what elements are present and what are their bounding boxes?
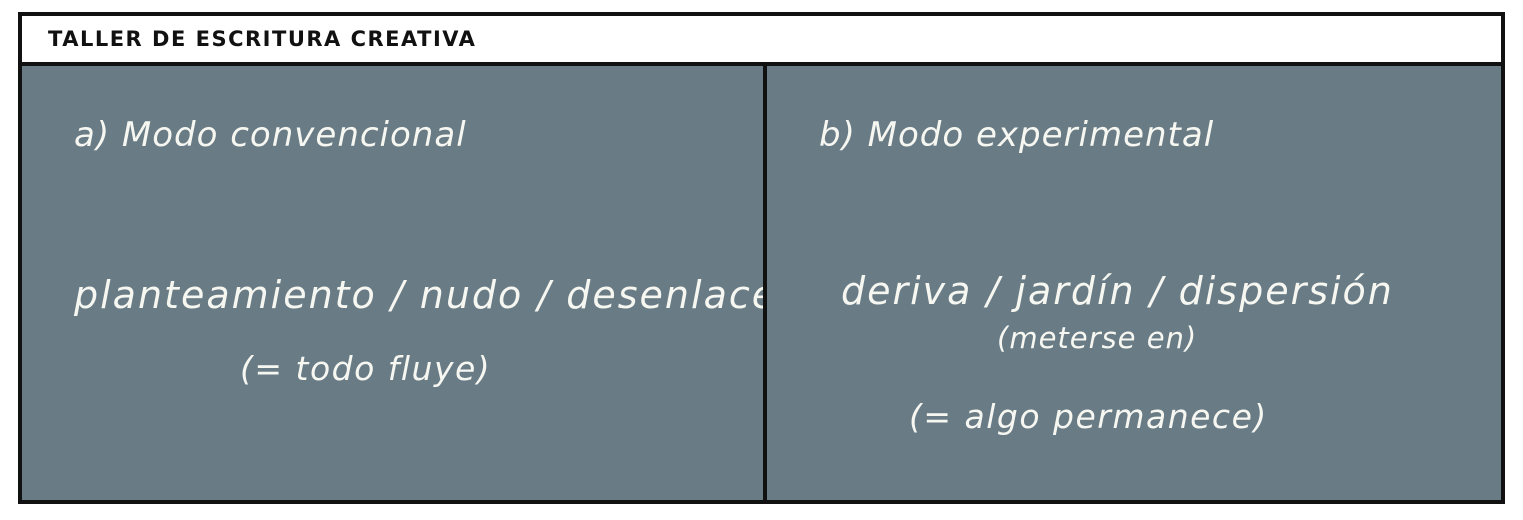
experimental-mode-heading: b) Modo experimental: [819, 115, 1215, 155]
title-bar: TALLER DE ESCRITURA CREATIVA: [22, 16, 1501, 66]
experimental-note: (= algo permanece): [909, 397, 1268, 436]
panel-experimental-mode: b) Modo experimental deriva / jardín / d…: [767, 66, 1501, 500]
conventional-note: (= todo fluye): [240, 349, 492, 388]
experimental-aside: (meterse en): [997, 321, 1198, 355]
conventional-mode-heading: a) Modo convencional: [74, 115, 467, 155]
panel-divider: [763, 66, 767, 500]
comic-frame: TALLER DE ESCRITURA CREATIVA a) Modo con…: [18, 12, 1505, 504]
conventional-sequence: planteamiento / nudo / desenlace: [74, 273, 763, 317]
panel-conventional-mode: a) Modo convencional planteamiento / nud…: [22, 66, 763, 500]
experimental-sequence: deriva / jardín / dispersión: [841, 269, 1394, 313]
page-title: TALLER DE ESCRITURA CREATIVA: [48, 27, 477, 51]
